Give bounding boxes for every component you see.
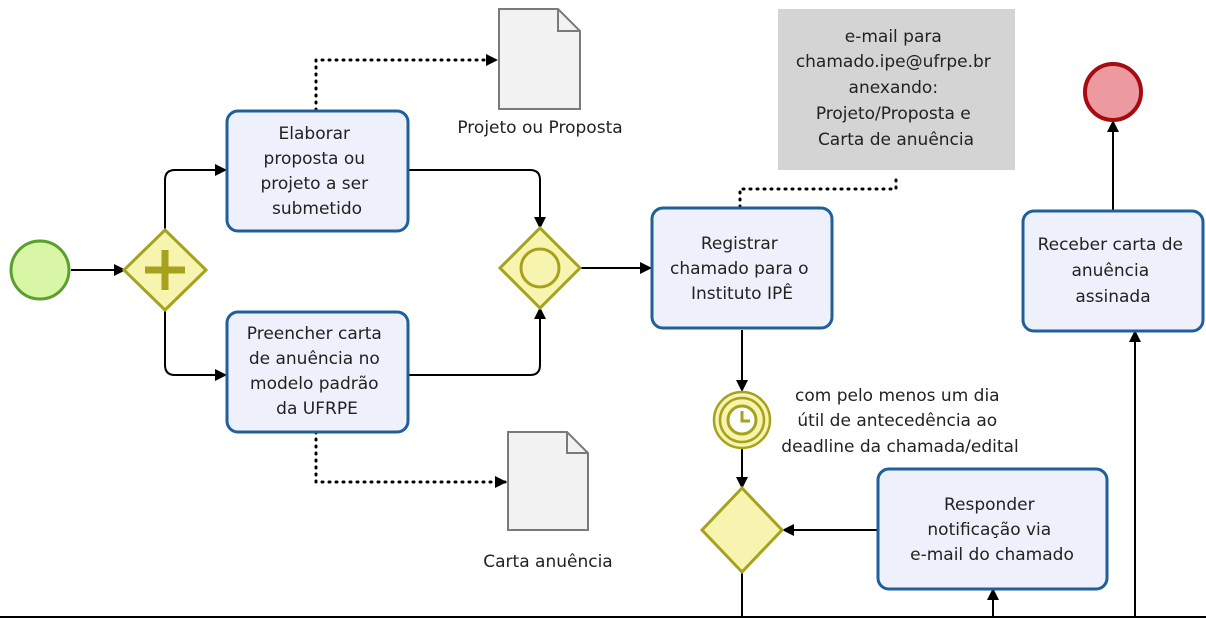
document-carta-label: Carta anuência xyxy=(483,552,612,572)
annotation-note-box xyxy=(778,9,1015,170)
clock-icon xyxy=(726,404,758,436)
task-preencher-label: Preencher carta de anuência no modelo pa… xyxy=(247,324,387,419)
event-based-gateway xyxy=(497,225,583,311)
task-responder-box xyxy=(876,467,1109,591)
task-preencher-box xyxy=(225,310,410,434)
annotation-note-text: e-mail para chamado.ipe@ufrpe.br anexand… xyxy=(796,27,996,150)
document-projeto xyxy=(498,8,581,110)
task-receber-box xyxy=(1021,209,1205,333)
association-preencher-to-carta xyxy=(314,430,507,488)
task-registrar-label: Registrar chamado para o Instituto IPÊ xyxy=(670,234,814,304)
association-elaborar-to-projeto xyxy=(314,54,498,112)
exclusive-gateway xyxy=(699,485,785,575)
task-elaborar-box xyxy=(225,109,410,233)
document-icon xyxy=(498,8,581,110)
sequence-flows xyxy=(71,120,1141,618)
parallel-gateway xyxy=(121,227,209,313)
flow-preencher-to-merge xyxy=(408,307,546,376)
end-event xyxy=(1083,62,1143,122)
circle-icon xyxy=(519,247,561,289)
flow-gateway-to-preencher xyxy=(164,310,227,381)
document-projeto-label: Projeto ou Proposta xyxy=(457,118,622,138)
task-receber-label: Receber carta de anuência assinada xyxy=(1038,235,1189,307)
task-elaborar-label: Elaborar proposta ou projeto a ser subme… xyxy=(261,124,374,219)
associations xyxy=(314,54,898,488)
task-responder-label: Responder notificação via e-mail do cham… xyxy=(910,495,1074,565)
document-carta xyxy=(507,431,589,531)
flow-gateway-to-elaborar xyxy=(164,164,227,232)
association-note-to-registrar xyxy=(738,178,898,209)
start-event xyxy=(9,239,71,301)
timer-condition-label: com pelo menos um dia útil de antecedênc… xyxy=(781,386,1018,457)
timer-event xyxy=(712,390,772,450)
task-registrar-box xyxy=(650,206,834,330)
document-icon xyxy=(507,431,589,531)
flow-elaborar-to-merge xyxy=(408,169,546,229)
plus-icon xyxy=(145,250,185,290)
